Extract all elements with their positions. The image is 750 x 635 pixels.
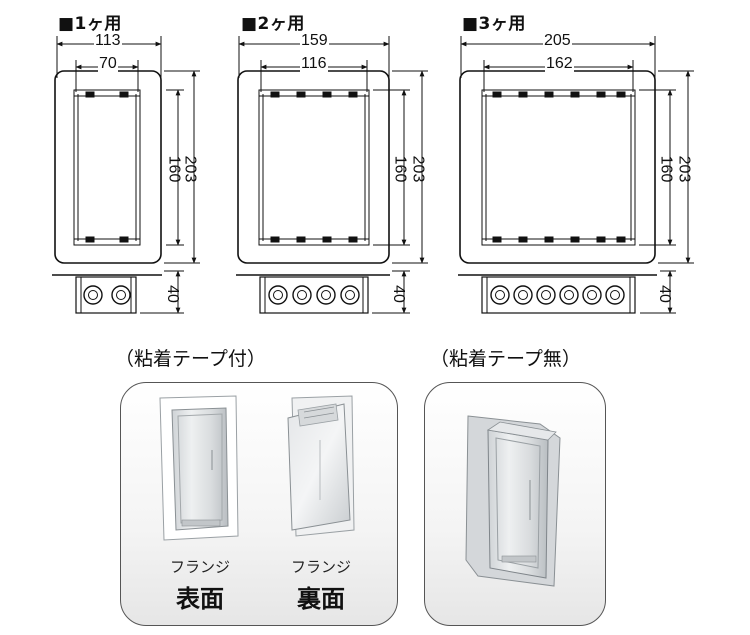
box3-outer-width: 205 xyxy=(543,32,572,49)
front-photo xyxy=(159,395,239,541)
box1-title: ■1ヶ用 xyxy=(58,14,122,34)
box1-inner-width: 70 xyxy=(98,55,118,72)
box3-inner-width: 162 xyxy=(545,55,574,72)
front-label-sub: フランジ xyxy=(169,558,230,576)
front-label-main: 表面 xyxy=(176,585,224,613)
panel-with-tape-heading: （粘着テープ付） xyxy=(115,348,266,370)
box2-inner-width: 116 xyxy=(300,55,328,72)
no-tape-photo xyxy=(465,415,561,587)
back-label-sub: フランジ xyxy=(290,558,351,576)
box2-outer-width: 159 xyxy=(300,32,329,49)
front-label: フランジ 表面 xyxy=(145,556,255,614)
back-photo xyxy=(287,395,355,537)
box1-outer-width: 113 xyxy=(94,32,122,49)
back-label-main: 裏面 xyxy=(297,585,345,613)
box2-title: ■2ヶ用 xyxy=(241,14,305,34)
panel-without-tape-heading: （粘着テープ無） xyxy=(430,348,581,370)
box3-title: ■3ヶ用 xyxy=(462,14,526,34)
box1-drawing xyxy=(52,36,200,314)
back-label: フランジ 裏面 xyxy=(266,556,376,614)
